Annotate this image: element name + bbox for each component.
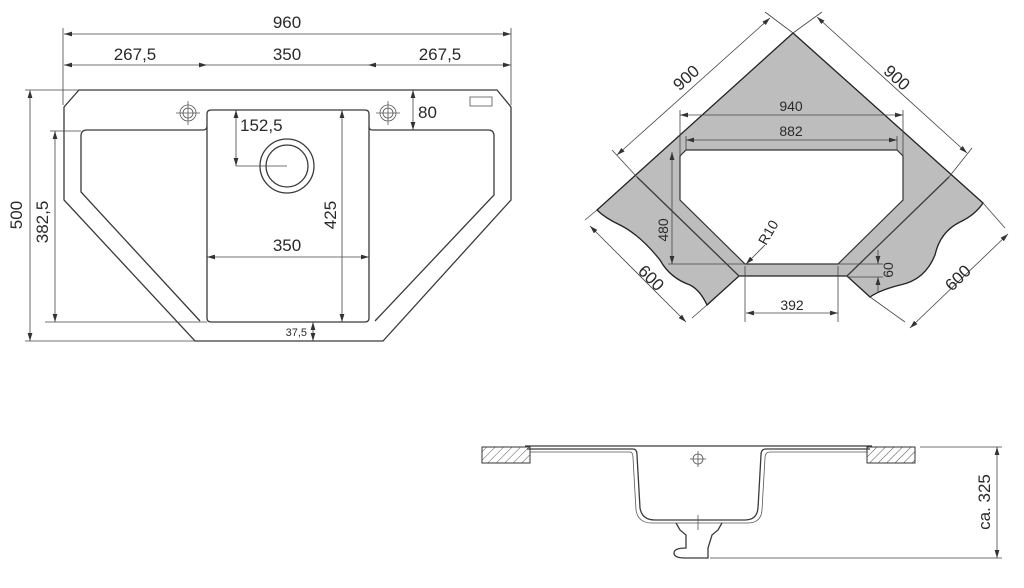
- dim-bowl-width: 350: [273, 236, 301, 255]
- dim-center-section: 350: [273, 45, 301, 64]
- tap-hole-left-icon: [176, 101, 200, 125]
- dim-front-cut: 392: [780, 297, 804, 313]
- dim-front-margin: 37,5: [286, 327, 307, 339]
- tap-hole-right-icon: [376, 101, 400, 125]
- dim-wall-right: 900: [880, 61, 914, 94]
- dim-outer-cut: 940: [779, 98, 803, 114]
- sink-profile: [525, 445, 872, 521]
- dim-left-section: 267,5: [114, 45, 157, 64]
- dim-tap-offset: 80: [418, 103, 437, 122]
- right-drainer: [372, 129, 495, 322]
- dim-drainer-depth: 382,5: [33, 201, 52, 244]
- dim-height: ca. 325: [975, 474, 994, 530]
- dim-overall-width: 960: [273, 13, 301, 32]
- sink-outline: [63, 89, 512, 342]
- dim-bowl-depth: 425: [321, 201, 340, 229]
- top-view: 960 267,5 350 267,5 500 382,5 425 350 15…: [7, 13, 512, 342]
- corner-installation-view: 940 882 480 R10 392 60 900 900 600 600: [584, 11, 1009, 329]
- countertop-section-left: [481, 446, 531, 464]
- left-drainer: [80, 129, 203, 322]
- dim-inner-cut: 882: [779, 123, 803, 139]
- dim-cabinet-left: 600: [634, 261, 667, 294]
- tap-hole-crosshair-icon: [690, 451, 706, 467]
- dim-right-section: 267,5: [419, 45, 462, 64]
- countertop-section-right: [866, 446, 916, 464]
- overflow-icon: [469, 96, 493, 107]
- dim-drain-offset: 152,5: [240, 116, 283, 135]
- dim-cabinet-right: 600: [941, 261, 974, 294]
- cabinet-line-right: [846, 176, 950, 277]
- dim-front-offset: 60: [880, 262, 896, 278]
- cabinet-line-left: [636, 176, 740, 277]
- dim-cut-depth: 480: [655, 218, 671, 242]
- main-bowl: [202, 109, 373, 323]
- dim-overall-depth: 500: [7, 201, 26, 229]
- side-section-view: ca. 325: [481, 445, 1002, 559]
- dim-wall-left: 900: [669, 61, 703, 94]
- drain-waste-fitting: [673, 522, 723, 559]
